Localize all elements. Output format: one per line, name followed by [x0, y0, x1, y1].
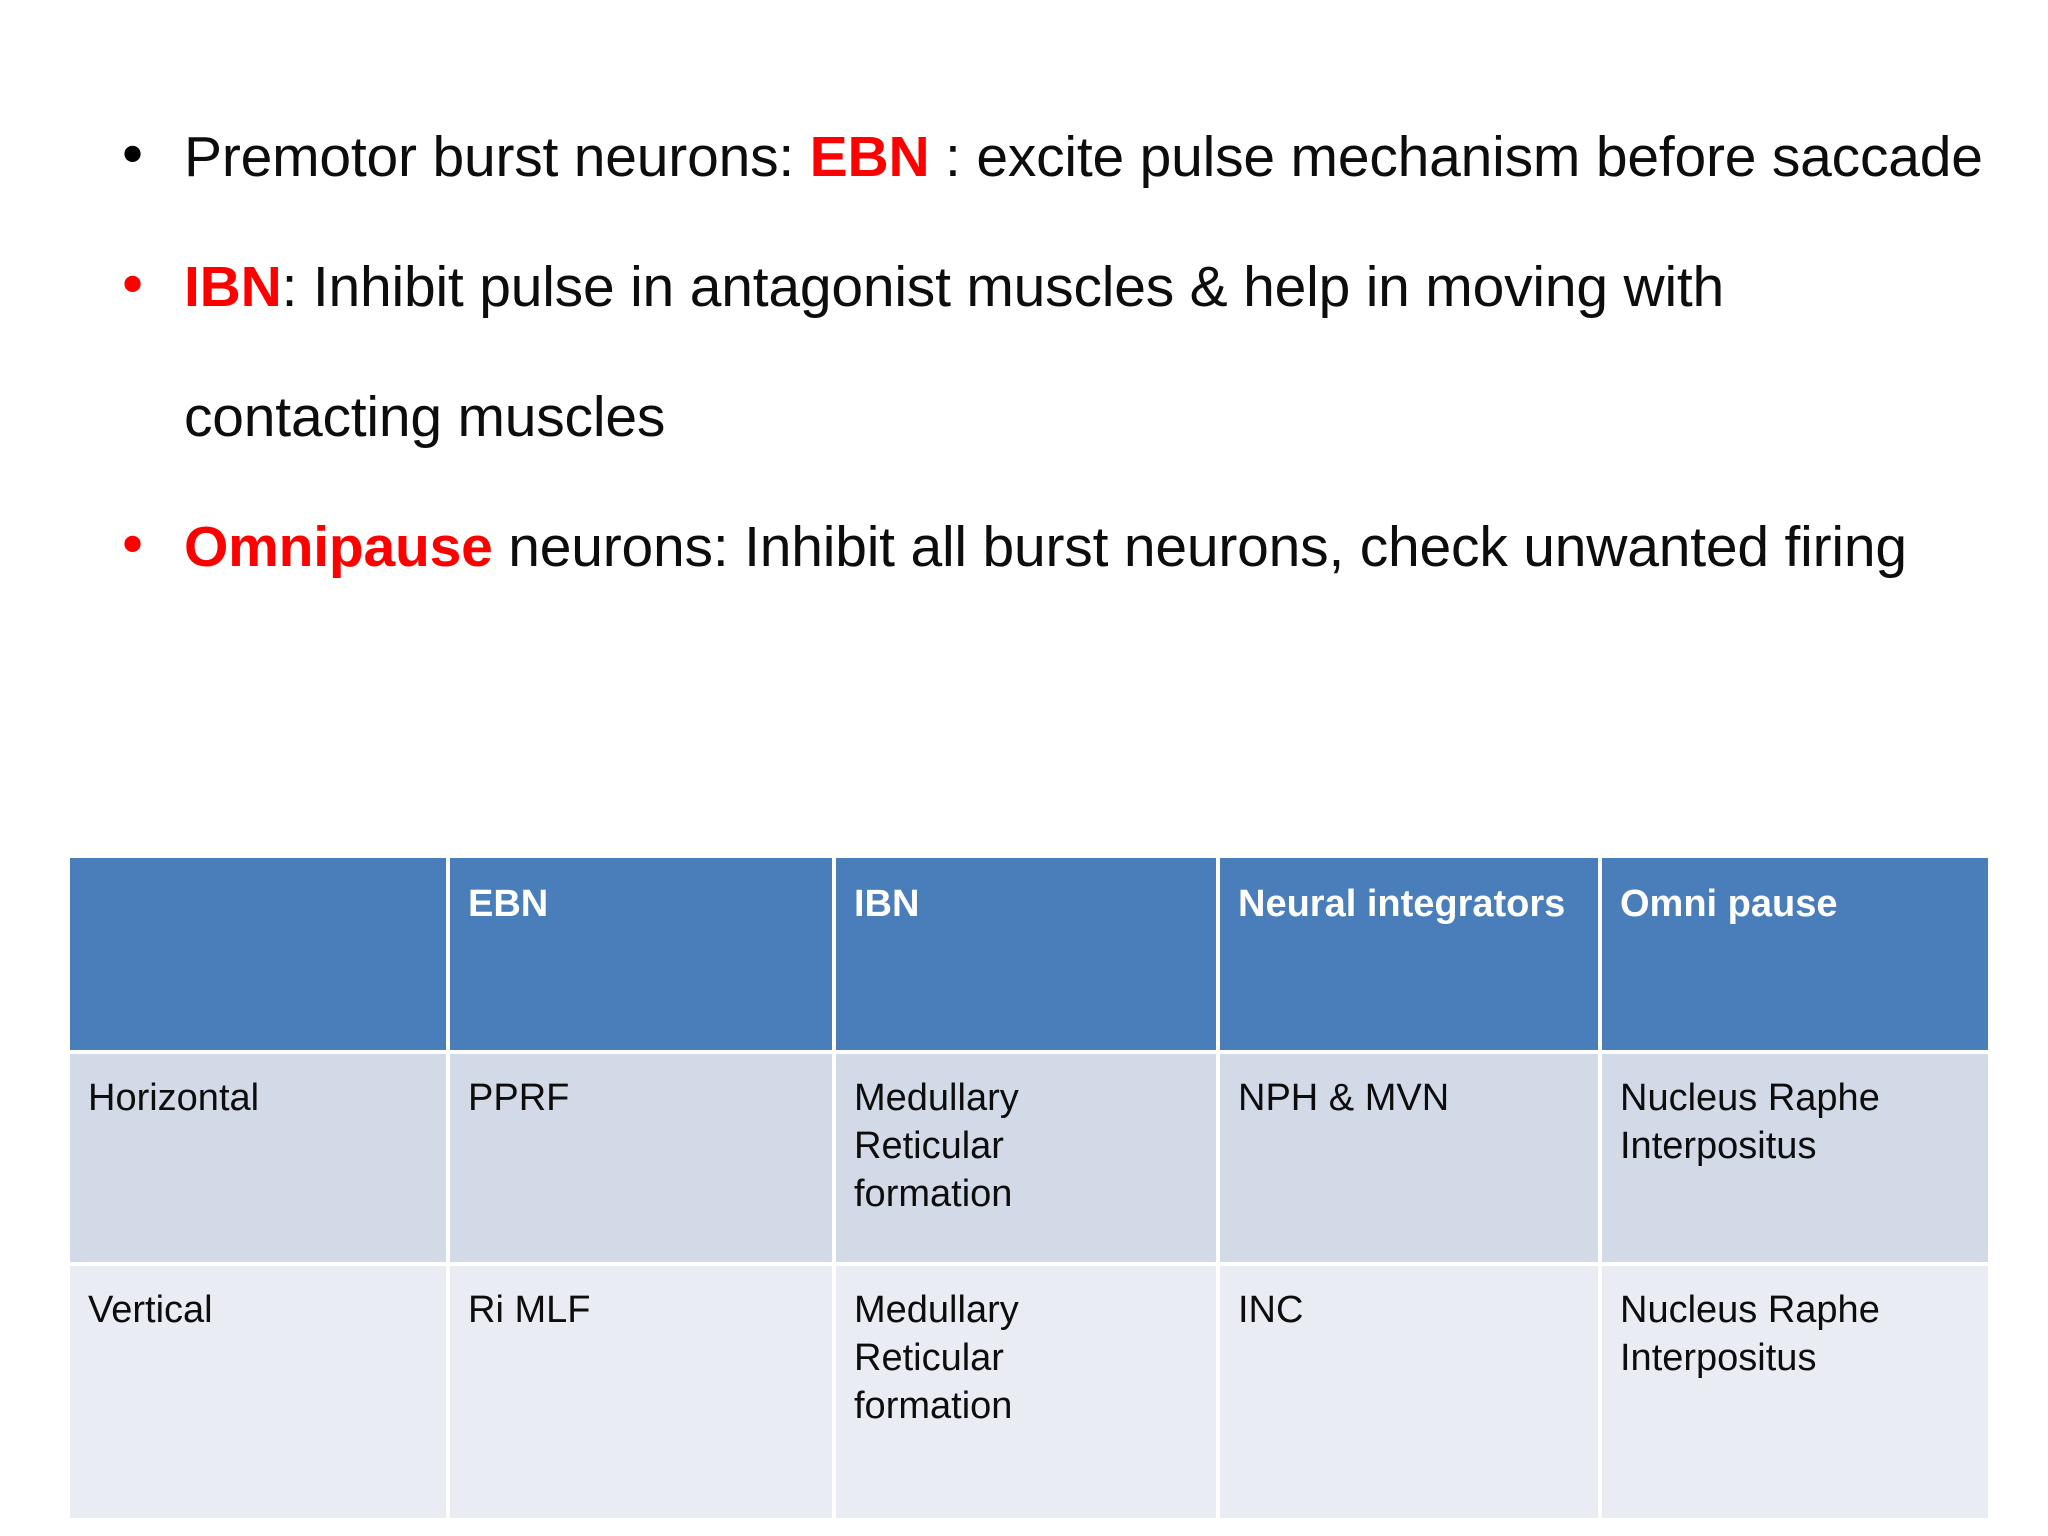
- bullet-highlight-ibn: IBN: [184, 255, 282, 319]
- table-header-row: EBN IBN Neural integrators Omni pause: [70, 858, 1988, 1050]
- table-header-cell-ibn: IBN: [836, 858, 1216, 1050]
- burst-neuron-table-wrapper: EBN IBN Neural integrators Omni pause Ho…: [70, 858, 1988, 1518]
- table-cell-neural-integrators: NPH & MVN: [1220, 1054, 1598, 1262]
- table-body: Horizontal PPRF Medullary Reticular form…: [70, 1054, 1988, 1518]
- bullet-list: • Premotor burst neurons: EBN : excite p…: [108, 92, 1988, 612]
- table-header-cell-blank: [70, 858, 446, 1050]
- bullet-item-omnipause: • Omnipause neurons: Inhibit all burst n…: [108, 482, 1988, 612]
- table-cell-omni-pause: Nucleus Raphe Interpositus: [1602, 1266, 1988, 1518]
- table-cell-row-label: Vertical: [70, 1266, 446, 1518]
- table-cell-ibn: Medullary Reticular formation: [836, 1054, 1216, 1262]
- table-cell-ibn-line: Medullary: [854, 1077, 1019, 1119]
- table-cell-omni-pause-line: Nucleus Raphe: [1620, 1289, 1880, 1331]
- bullet-rest-text: : Inhibit pulse in antagonist muscles & …: [184, 255, 1725, 449]
- table-cell-omni-pause-line: Interpositus: [1620, 1337, 1817, 1379]
- bullet-highlight-ebn: EBN: [809, 125, 930, 189]
- table-cell-row-label: Horizontal: [70, 1054, 446, 1262]
- bullet-text-ibn: IBN: Inhibit pulse in antagonist muscles…: [184, 222, 1988, 482]
- table-header: EBN IBN Neural integrators Omni pause: [70, 858, 1988, 1050]
- burst-neuron-table: EBN IBN Neural integrators Omni pause Ho…: [66, 854, 1992, 1522]
- table-cell-ibn: Medullary Reticular formation: [836, 1266, 1216, 1518]
- bullet-highlight-omnipause: Omnipause: [184, 515, 493, 579]
- bullet-rest-text: : excite pulse mechanism before saccade: [929, 125, 1983, 189]
- table-row: Vertical Ri MLF Medullary Reticular form…: [70, 1266, 1988, 1518]
- table-cell-omni-pause: Nucleus Raphe Interpositus: [1602, 1054, 1988, 1262]
- table-header-cell-omni-pause: Omni pause: [1602, 858, 1988, 1050]
- table-cell-ibn-line: formation: [854, 1385, 1013, 1427]
- bullet-item-ibn: • IBN: Inhibit pulse in antagonist muscl…: [108, 222, 1988, 482]
- bullet-marker-icon: •: [116, 514, 150, 579]
- bullet-rest-text: neurons: Inhibit all burst neurons, chec…: [492, 515, 1907, 579]
- bullet-marker-icon: •: [116, 254, 150, 319]
- table-cell-ebn: Ri MLF: [450, 1266, 832, 1518]
- table-row: Horizontal PPRF Medullary Reticular form…: [70, 1054, 1988, 1262]
- bullet-text-ebn: Premotor burst neurons: EBN : excite pul…: [184, 92, 1988, 222]
- table-header-cell-ebn: EBN: [450, 858, 832, 1050]
- bullet-marker-icon: •: [116, 124, 150, 189]
- table-cell-ibn-line: Medullary: [854, 1289, 1019, 1331]
- table-cell-omni-pause-line: Nucleus Raphe: [1620, 1077, 1880, 1119]
- table-cell-omni-pause-line: Interpositus: [1620, 1125, 1817, 1167]
- table-cell-ibn-line: Reticular: [854, 1125, 1004, 1167]
- bullet-lead-text: Premotor burst neurons:: [184, 125, 810, 189]
- table-cell-neural-integrators: INC: [1220, 1266, 1598, 1518]
- table-header-cell-neural-integrators: Neural integrators: [1220, 858, 1598, 1050]
- bullet-text-omnipause: Omnipause neurons: Inhibit all burst neu…: [184, 482, 1988, 612]
- table-cell-ibn-line: Reticular: [854, 1337, 1004, 1379]
- table-cell-ibn-line: formation: [854, 1173, 1013, 1215]
- bullet-item-ebn: • Premotor burst neurons: EBN : excite p…: [108, 92, 1988, 222]
- table-cell-ebn: PPRF: [450, 1054, 832, 1262]
